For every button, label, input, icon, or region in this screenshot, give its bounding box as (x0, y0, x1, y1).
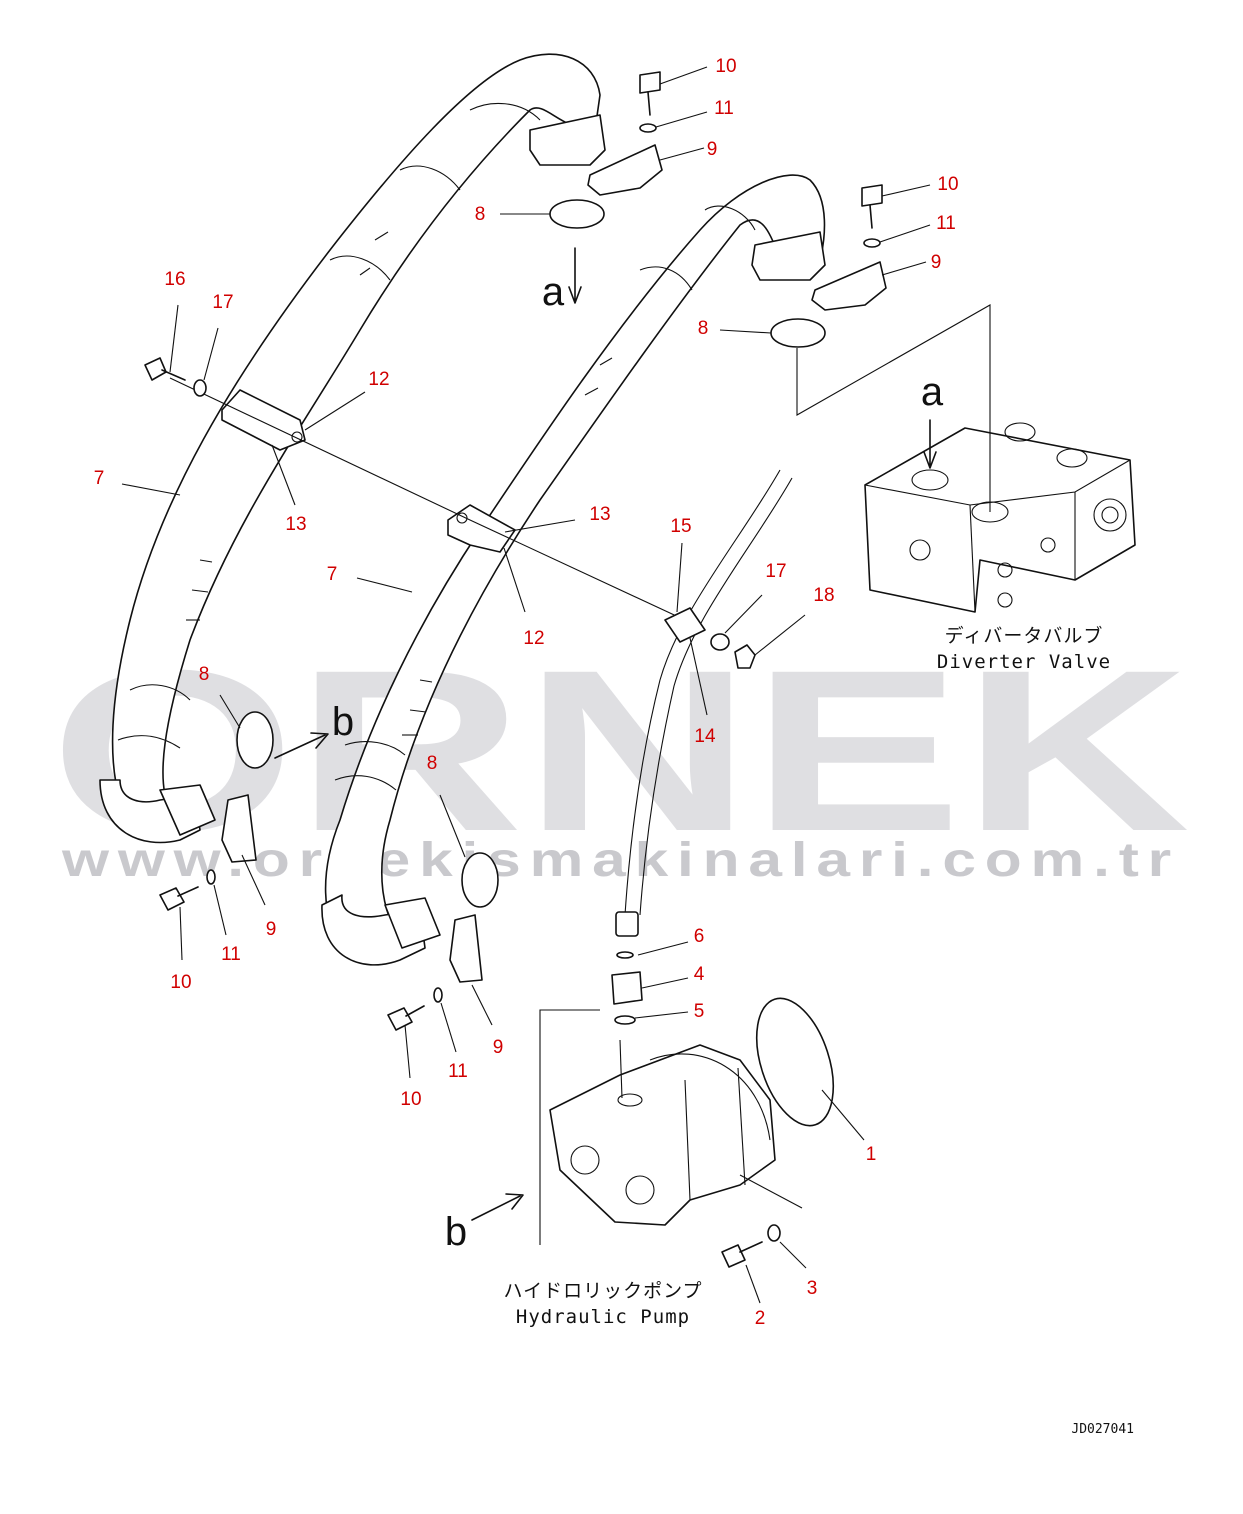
diverter-valve-label-jp: ディバータバルブ (945, 624, 1104, 647)
ref-11: 11 (936, 213, 956, 234)
ref-11: 11 (221, 944, 241, 965)
o-ring-pump (755, 997, 835, 1127)
hose-left (99, 53, 601, 844)
ref-13: 13 (285, 514, 306, 535)
ref-14: 14 (694, 726, 716, 747)
ref-8: 8 (475, 204, 486, 225)
view-label-b-pump: b (445, 1210, 467, 1254)
view-a-top-arrow (568, 247, 582, 304)
washer-17 (710, 633, 730, 651)
view-a-arrow (923, 419, 937, 469)
ref-12: 12 (368, 369, 389, 390)
leader-lines (121, 66, 931, 1304)
split-clamp-lower-left (221, 794, 257, 863)
ref-10: 10 (937, 174, 958, 195)
ref-8: 8 (199, 664, 210, 685)
view-b-top-arrow (274, 732, 329, 759)
ref-11: 11 (714, 98, 734, 119)
view-b-pump-arrow (471, 1193, 524, 1221)
ref-7: 7 (94, 468, 105, 489)
drain-tube (611, 469, 793, 1025)
ref-9: 9 (931, 252, 942, 273)
ref-11: 11 (448, 1061, 468, 1082)
hydraulic-pump-label-jp: ハイドロリックポンプ (503, 1280, 702, 1302)
view-label-a-top: a (542, 270, 565, 314)
diverter-valve-label-en: Diverter Valve (937, 651, 1111, 673)
ref-8: 8 (427, 753, 438, 774)
ref-8: 8 (698, 318, 709, 339)
ref-13: 13 (589, 504, 610, 525)
bolt-2 (721, 1224, 781, 1268)
o-ring-lower-middle (461, 852, 499, 908)
ref-17: 17 (212, 292, 233, 313)
ref-15: 15 (670, 516, 691, 537)
hydraulic-pump (549, 1039, 776, 1226)
ref-9: 9 (707, 139, 718, 160)
hose-clamp-left (221, 389, 306, 451)
ref-10: 10 (400, 1089, 421, 1110)
view-label-a-valve: a (921, 370, 944, 414)
bolt-lower-left (159, 869, 216, 911)
ref-16: 16 (164, 269, 185, 290)
bolt-lower-middle (387, 987, 443, 1031)
diverter-valve (864, 422, 1136, 613)
ref-2: 2 (755, 1308, 766, 1329)
ref-4: 4 (694, 964, 705, 985)
ref-5: 5 (694, 1001, 705, 1022)
ref-17: 17 (765, 561, 786, 582)
flange-top-left (529, 71, 663, 196)
view-b-leader (539, 1009, 600, 1245)
ref-10: 10 (715, 56, 736, 77)
drawing-code: JD027041 (1071, 1422, 1134, 1437)
flange-top-right (751, 184, 887, 311)
ref-9: 9 (493, 1037, 504, 1058)
ref-6: 6 (694, 926, 705, 947)
hydraulic-pump-label-en: Hydraulic Pump (516, 1306, 690, 1328)
hose-middle (321, 174, 826, 966)
o-ring-top-right (770, 318, 826, 348)
ref-18: 18 (813, 585, 834, 606)
view-label-b-top: b (332, 700, 354, 744)
ref-1: 1 (866, 1144, 877, 1165)
split-clamp-lower-middle (449, 914, 483, 983)
nut-18 (734, 644, 756, 669)
ref-9: 9 (266, 919, 277, 940)
bolt-16 (144, 357, 207, 397)
view-a-leader (796, 304, 991, 512)
ref-3: 3 (807, 1278, 818, 1299)
ref-10: 10 (170, 972, 191, 993)
ref-12: 12 (523, 628, 544, 649)
ref-7: 7 (327, 564, 338, 585)
o-ring-lower-left (236, 711, 274, 769)
part-reference-numbers: 10 11 9 8 10 11 9 8 16 17 12 13 7 13 7 1… (94, 56, 959, 1329)
o-ring-top-left (549, 199, 605, 229)
